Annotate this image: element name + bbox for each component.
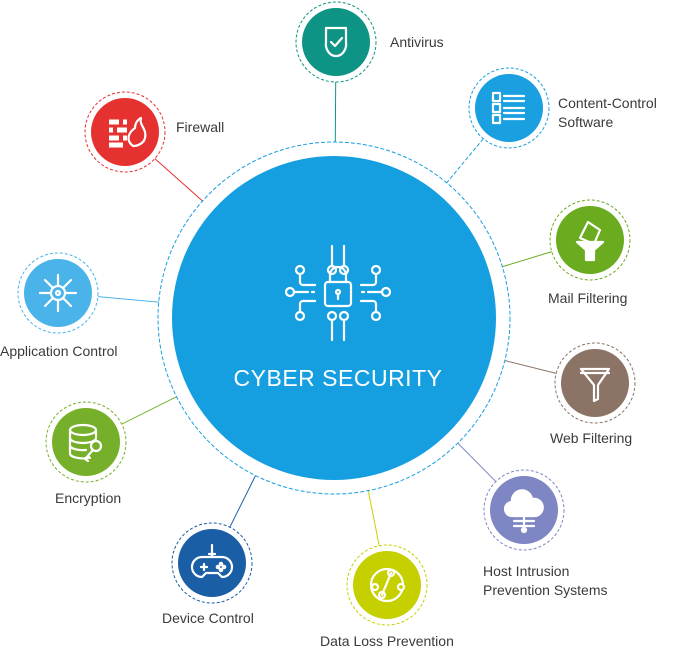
web-filtering-circle bbox=[561, 349, 629, 417]
encryption-connector bbox=[122, 397, 177, 424]
data-loss-prevention-connector bbox=[368, 491, 379, 546]
node-antivirus bbox=[296, 2, 376, 82]
application-control-connector bbox=[98, 297, 159, 303]
antivirus-label-line1: Antivirus bbox=[390, 33, 444, 52]
mail-filtering-label-line1: Mail Filtering bbox=[548, 289, 627, 308]
content-control-label-line2: Software bbox=[558, 113, 657, 132]
web-filtering-label-line1: Web Filtering bbox=[550, 429, 632, 448]
node-application-control bbox=[18, 253, 98, 333]
center-title: CYBER SECURITY bbox=[234, 365, 443, 391]
host-intrusion-connector bbox=[458, 443, 496, 481]
application-control-circle bbox=[24, 259, 92, 327]
web-filtering-connector bbox=[505, 361, 556, 374]
content-control-connector bbox=[447, 139, 484, 183]
antivirus-circle bbox=[302, 8, 370, 76]
node-data-loss-prevention bbox=[347, 545, 427, 625]
node-device-control bbox=[172, 523, 252, 603]
node-encryption bbox=[46, 402, 126, 482]
web-filtering-label: Web Filtering bbox=[550, 429, 632, 448]
antivirus-label: Antivirus bbox=[390, 33, 444, 52]
firewall-label-line1: Firewall bbox=[176, 118, 224, 137]
node-mail-filtering bbox=[550, 200, 630, 280]
node-firewall bbox=[85, 92, 165, 172]
center-circle bbox=[172, 156, 496, 480]
device-control-circle bbox=[178, 529, 246, 597]
application-control-label: Application Control bbox=[0, 342, 118, 361]
data-loss-prevention-label: Data Loss Prevention bbox=[320, 632, 454, 651]
application-control-label-line1: Application Control bbox=[0, 342, 118, 361]
mail-filtering-label: Mail Filtering bbox=[548, 289, 627, 308]
encryption-label: Encryption bbox=[55, 489, 121, 508]
firewall-connector bbox=[155, 159, 203, 201]
node-host-intrusion bbox=[484, 470, 564, 550]
node-content-control bbox=[469, 68, 549, 148]
data-loss-prevention-label-line1: Data Loss Prevention bbox=[320, 632, 454, 651]
host-intrusion-label-line2: Prevention Systems bbox=[483, 581, 608, 600]
firewall-label: Firewall bbox=[176, 118, 224, 137]
mail-filtering-circle bbox=[556, 206, 624, 274]
content-control-label-line1: Content-Control bbox=[558, 94, 657, 113]
device-control-connector bbox=[230, 476, 256, 528]
device-control-label-line1: Device Control bbox=[162, 609, 254, 628]
mail-filtering-connector bbox=[502, 252, 551, 267]
node-web-filtering bbox=[555, 343, 635, 423]
encryption-label-line1: Encryption bbox=[55, 489, 121, 508]
device-control-label: Device Control bbox=[162, 609, 254, 628]
host-intrusion-label-line1: Host Intrusion bbox=[483, 562, 608, 581]
